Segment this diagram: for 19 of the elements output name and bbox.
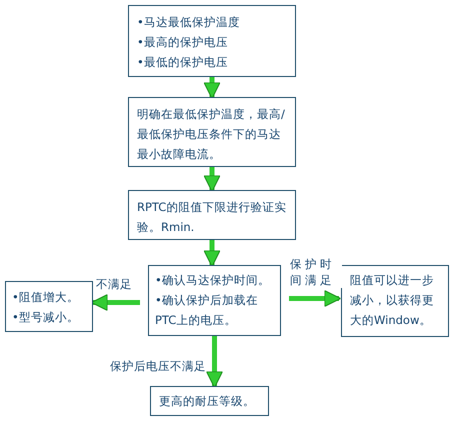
box-text: •最低的保护电压 <box>137 54 229 72</box>
box-text: •阻值增大。 <box>12 289 80 306</box>
box-text: 更高的耐压等级。 <box>159 393 256 410</box>
process-box <box>128 97 296 167</box>
box-text: •最高的保护电压 <box>137 34 229 52</box>
box-text: •确认马达保护时间。 <box>155 272 271 289</box>
process-box <box>5 281 93 332</box>
box-text: 明确在最低保护温度，最高/最低保护电压条件下的马达最小故障电流。 <box>137 106 286 164</box>
process-box <box>148 265 281 336</box>
box-text: •确认保护后加载在PTC上的电压。 <box>155 292 259 330</box>
process-box <box>128 5 296 77</box>
box-text: RPTC的阻值下限进行验证实验。Rmin. <box>137 199 287 236</box>
box-text: 阻值可以进一步减小，以获得更大的Window。 <box>350 272 435 330</box>
edge-label: 保护时间满足 <box>290 256 342 288</box>
box-text: •型号减小。 <box>12 309 80 326</box>
box-text: •马达最低保护温度 <box>137 14 241 31</box>
process-box <box>128 190 296 240</box>
process-box <box>150 386 269 416</box>
process-box <box>341 265 449 337</box>
